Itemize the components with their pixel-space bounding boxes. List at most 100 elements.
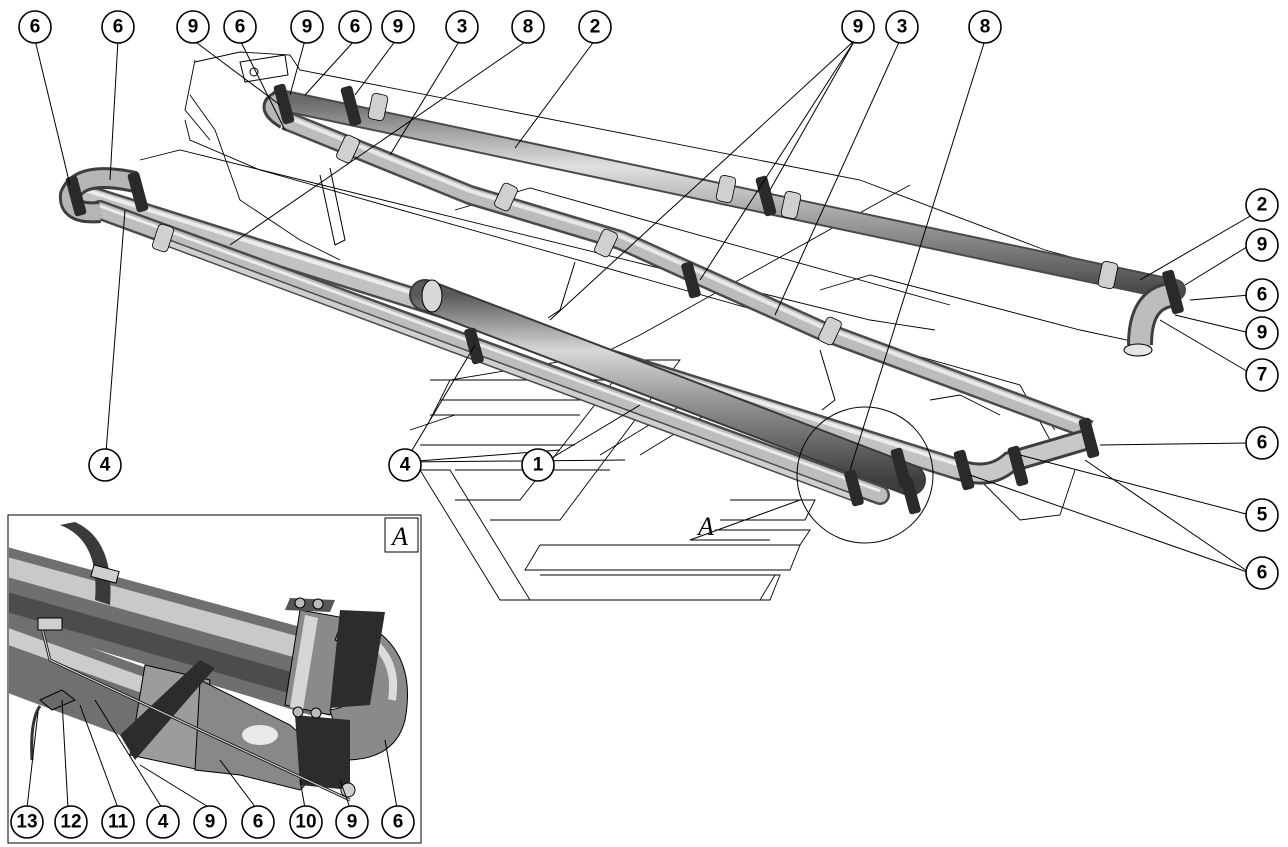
tube-thin-lower <box>158 236 862 504</box>
detail-fitting <box>30 689 76 761</box>
callout-3: 3 <box>885 10 919 44</box>
tube-big-diameter <box>409 279 926 496</box>
callout-4: 4 <box>146 805 180 839</box>
coupling <box>494 182 518 212</box>
detail-label-letter: A <box>390 522 408 551</box>
right-elbow <box>1123 282 1174 357</box>
clamp <box>890 447 912 489</box>
svg-text:4: 4 <box>400 455 411 476</box>
coupling <box>367 92 389 122</box>
callout-9: 9 <box>176 10 210 44</box>
callout-6: 6 <box>1245 426 1279 460</box>
callout-6: 6 <box>18 10 52 44</box>
callout-6: 6 <box>101 10 135 44</box>
callout-9: 9 <box>290 10 324 44</box>
callout-9: 9 <box>335 805 369 839</box>
svg-text:1: 1 <box>533 455 544 476</box>
coupling <box>1097 260 1119 290</box>
tube-diagonal-middle <box>281 110 1094 440</box>
svg-text:3: 3 <box>457 17 468 38</box>
svg-text:6: 6 <box>1257 563 1268 584</box>
clamp <box>953 449 975 491</box>
svg-text:6: 6 <box>113 17 124 38</box>
mounting-bracket <box>239 54 836 411</box>
svg-text:12: 12 <box>60 812 81 833</box>
coupling <box>818 316 842 346</box>
clamp <box>65 175 87 217</box>
clamps <box>65 83 1184 515</box>
svg-text:4: 4 <box>100 455 111 476</box>
callouts-detail: 13 12 11 4 9 6 10 9 6 <box>10 805 415 839</box>
coupling <box>780 190 802 220</box>
clamp <box>340 85 362 127</box>
svg-text:6: 6 <box>30 17 41 38</box>
clamp <box>901 477 921 515</box>
callout-9: 9 <box>1245 316 1279 350</box>
callout-8: 8 <box>511 10 545 44</box>
callouts-main: 6 6 9 6 9 6 9 3 8 2 9 3 8 2 9 6 9 7 6 5 … <box>18 10 1279 590</box>
detail-a-marker: A <box>689 406 934 544</box>
callout-9: 9 <box>381 10 415 44</box>
svg-text:9: 9 <box>1257 323 1268 344</box>
main-view: A <box>18 10 1279 601</box>
svg-text:5: 5 <box>1257 505 1268 526</box>
callout-5: 5 <box>1245 498 1279 532</box>
svg-text:13: 13 <box>16 812 37 833</box>
clamp <box>1162 269 1184 315</box>
svg-text:2: 2 <box>1257 195 1268 216</box>
callout-13: 13 <box>10 805 44 839</box>
svg-text:2: 2 <box>590 17 601 38</box>
svg-text:7: 7 <box>1257 365 1268 386</box>
detail-view-a: A 13 12 11 4 9 6 10 9 6 <box>7 514 422 844</box>
callout-9: 9 <box>841 10 875 44</box>
callout-6: 6 <box>223 10 257 44</box>
svg-text:9: 9 <box>393 17 404 38</box>
coupling <box>715 174 737 204</box>
svg-text:6: 6 <box>235 17 246 38</box>
callout-10: 10 <box>289 805 323 839</box>
callout-1: 1 <box>521 448 555 482</box>
callout-3: 3 <box>445 10 479 44</box>
coupling <box>336 134 360 164</box>
clamp <box>1007 445 1029 487</box>
couplings <box>152 92 1119 346</box>
svg-text:6: 6 <box>253 812 264 833</box>
clamp <box>273 83 295 125</box>
tube-lower-left <box>90 200 890 505</box>
detail-label-box: A <box>384 517 419 553</box>
clamp <box>844 469 864 507</box>
callout-6: 6 <box>381 805 415 839</box>
callout-4: 4 <box>388 448 422 482</box>
leader-lines-main <box>34 39 1253 574</box>
svg-text:9: 9 <box>1257 235 1268 256</box>
callout-2: 2 <box>1245 188 1279 222</box>
svg-text:6: 6 <box>1257 433 1268 454</box>
callout-6: 6 <box>338 10 372 44</box>
callout-2: 2 <box>578 10 612 44</box>
callout-4: 4 <box>88 448 122 482</box>
leader-lines-detail <box>26 699 398 809</box>
svg-text:9: 9 <box>188 17 199 38</box>
svg-text:3: 3 <box>897 17 908 38</box>
callout-6: 6 <box>1245 278 1279 312</box>
callout-6: 6 <box>1245 556 1279 590</box>
callout-12: 12 <box>54 805 88 839</box>
detail-lower-clamp <box>120 660 350 790</box>
svg-text:8: 8 <box>980 17 991 38</box>
svg-text:9: 9 <box>853 17 864 38</box>
svg-text:9: 9 <box>302 17 313 38</box>
svg-text:4: 4 <box>158 812 169 833</box>
detail-brace-rod <box>37 617 356 802</box>
callout-8: 8 <box>968 10 1002 44</box>
detail-strap-clamp-upper <box>60 522 120 605</box>
clamp <box>127 171 149 213</box>
callout-9: 9 <box>1245 228 1279 262</box>
svg-text:6: 6 <box>393 812 404 833</box>
svg-text:6: 6 <box>350 17 361 38</box>
callout-7: 7 <box>1245 358 1279 392</box>
detail-upper-tube <box>9 547 330 715</box>
detail-a-marker-letter: A <box>696 512 714 541</box>
svg-text:8: 8 <box>523 17 534 38</box>
svg-text:9: 9 <box>205 812 216 833</box>
